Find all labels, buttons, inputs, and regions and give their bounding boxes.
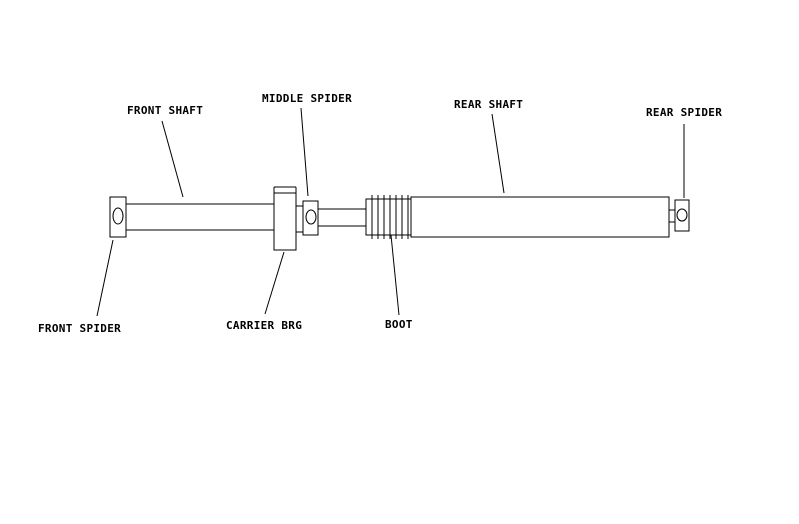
leader-boot xyxy=(390,234,400,316)
label-rear-shaft: REAR SHAFT xyxy=(454,98,523,111)
leader-carrier-brg xyxy=(264,251,285,315)
rear-shaft xyxy=(410,196,670,238)
boot xyxy=(365,198,412,236)
front-shaft xyxy=(125,203,275,231)
label-rear-spider: REAR SPIDER xyxy=(646,106,722,119)
label-boot: BOOT xyxy=(385,318,413,331)
leader-middle-spider xyxy=(300,107,309,197)
rear-spider-cross xyxy=(676,208,688,222)
label-middle-spider: MIDDLE SPIDER xyxy=(262,92,352,105)
label-carrier-brg: CARRIER BRG xyxy=(226,319,302,332)
label-front-shaft: FRONT SHAFT xyxy=(127,104,203,117)
rear-spider-collar xyxy=(668,209,676,223)
boot-ribs xyxy=(371,195,409,239)
front-spider xyxy=(109,196,127,238)
leader-rear-shaft xyxy=(491,113,505,194)
carrier-bearing-bracket xyxy=(273,186,297,193)
middle-spider-cross xyxy=(305,209,317,225)
label-front-spider: FRONT SPIDER xyxy=(38,322,121,335)
leader-front-shaft xyxy=(161,120,184,198)
front-spider-cross xyxy=(112,207,124,225)
slip-yoke xyxy=(317,208,369,227)
rear-spider xyxy=(674,199,690,232)
carrier-bearing xyxy=(273,192,297,251)
carrier-bearing-collar xyxy=(295,205,304,233)
leader-front-spider xyxy=(96,239,114,317)
